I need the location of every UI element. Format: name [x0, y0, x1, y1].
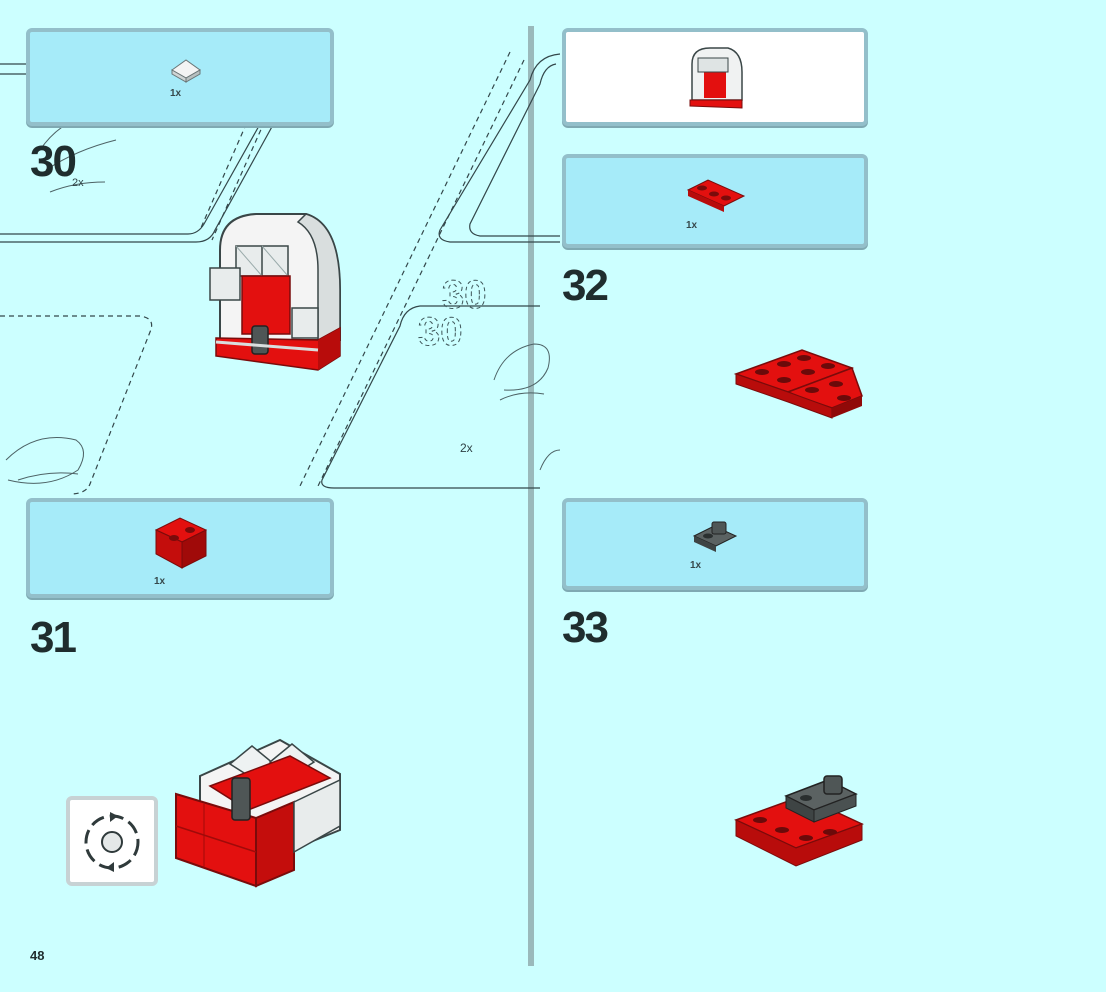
step-number-32: 32	[562, 261, 609, 310]
parts-callout-step-31: 1x	[26, 498, 334, 598]
rotate-model-badge	[66, 796, 158, 886]
parts-callout-step-30: 1x	[26, 28, 334, 126]
step-number-31: 31	[30, 613, 77, 662]
part-quantity: 1x	[690, 560, 702, 571]
step-32-model	[733, 349, 863, 419]
step-30-model	[209, 213, 341, 371]
dark-gray-hinge-icon	[692, 521, 738, 552]
ghost-step-number: 30	[442, 273, 487, 317]
subassembly-preview-icon	[689, 47, 743, 109]
parts-callout-step-32: 1x	[562, 154, 868, 248]
ghost-step-number-echo: 30	[418, 310, 463, 354]
step-33-model	[734, 775, 864, 867]
column-divider	[528, 26, 534, 966]
part-quantity: 1x	[154, 576, 166, 587]
ghost-qty-label-left: 2x	[72, 177, 84, 189]
subassembly-callout	[562, 28, 868, 126]
red-slope-brick-icon	[154, 517, 208, 569]
rotate-model-icon	[84, 812, 140, 872]
red-plate-icon	[686, 179, 746, 212]
step-number-33: 33	[562, 603, 609, 652]
part-quantity: 1x	[686, 220, 698, 231]
step-31-model	[175, 738, 341, 888]
ghost-qty-label: 2x	[460, 441, 473, 455]
white-slope-brick-icon	[171, 59, 201, 83]
parts-callout-step-33: 1x	[562, 498, 868, 590]
part-quantity: 1x	[170, 88, 182, 99]
page-number: 48	[30, 948, 45, 963]
step-number-30: 30	[30, 137, 77, 186]
